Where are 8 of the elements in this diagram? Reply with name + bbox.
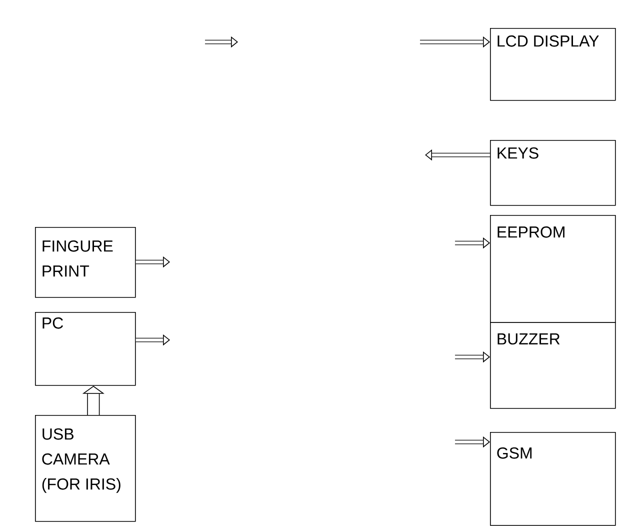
- block-box: FINGURE PRINT: [35, 226, 136, 298]
- block-box: USB CAMERA (FOR IRIS): [35, 414, 136, 522]
- block-box: EEPROM: [490, 214, 616, 323]
- block-box: LCD DISPLAY: [490, 28, 616, 101]
- block-box: KEYS: [490, 140, 616, 206]
- block-box: PC: [35, 312, 136, 386]
- block-box: BUZZER: [490, 322, 616, 409]
- block-box: GSM: [490, 432, 616, 526]
